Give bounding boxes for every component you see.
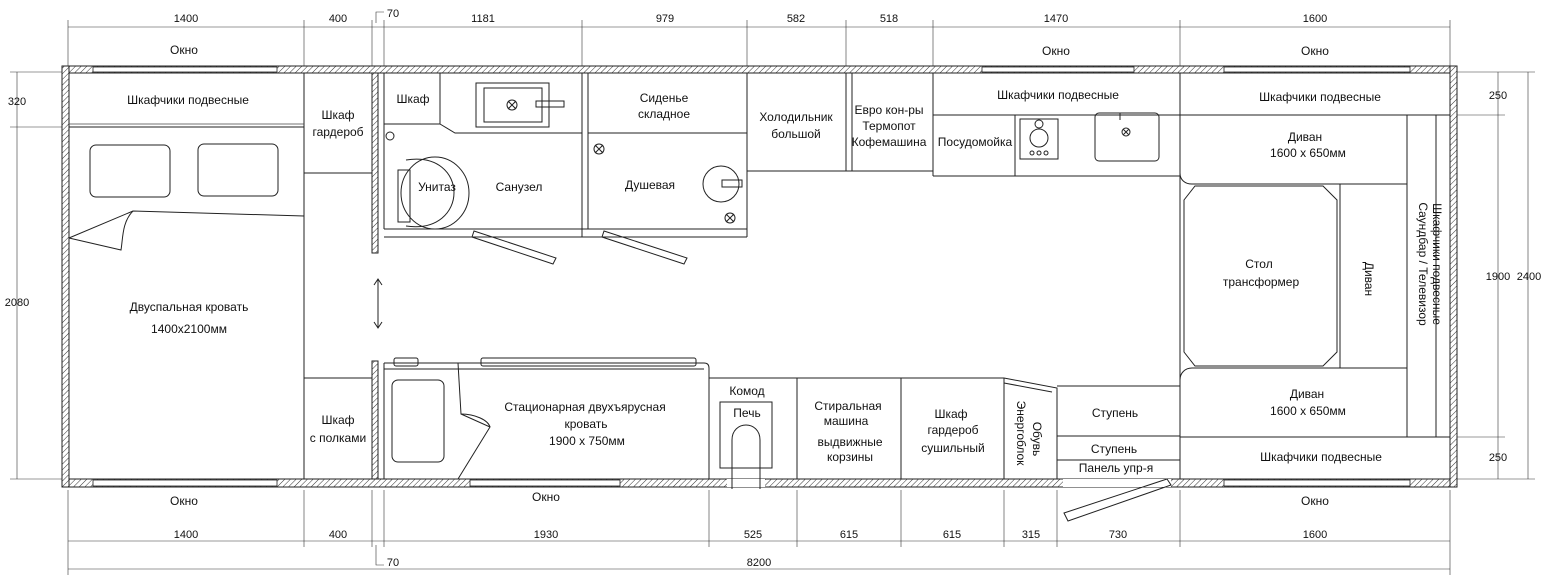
window-bottom-left: Окно: [170, 494, 198, 508]
vertical-cabinets-line2: Саундбар / Телевизор: [1416, 202, 1430, 326]
dim-left-cabinets: 320: [8, 96, 26, 108]
dim-bottom-4: 1930: [534, 529, 558, 541]
dishwasher-label: Посудомойка: [938, 135, 1013, 149]
dim-total-length: 8200: [747, 557, 771, 569]
washer-line3: выдвижные: [817, 435, 882, 449]
window-top-left: Окно: [170, 43, 198, 57]
dim-top-2: 400: [329, 13, 347, 25]
step-bottom-label: Ступень: [1091, 442, 1137, 456]
washer-line2: машина: [824, 414, 869, 428]
dim-left-width: 2080: [5, 297, 29, 309]
power-unit-label: Энергоблок: [1014, 401, 1028, 467]
wardrobe-top-line2: гардероб: [312, 125, 363, 139]
window-labels: Окно Окно Окно Окно Окно Окно: [170, 43, 1329, 508]
dim-top-7: 518: [880, 13, 898, 25]
folding-seat-line2: складное: [638, 107, 690, 121]
bunk-bed-line1: Стационарная двухъярусная: [504, 400, 665, 414]
control-panel-label: Панель упр-я: [1079, 461, 1153, 475]
dim-right-inner: 1900: [1486, 271, 1510, 283]
bed-label: Двуспальная кровать: [130, 300, 249, 314]
toilet-label: Унитаз: [418, 180, 456, 194]
wardrobe-top-line1: Шкаф: [321, 108, 354, 122]
dim-top-9: 1600: [1303, 13, 1327, 25]
dim-bottom-6: 615: [840, 529, 858, 541]
dryer-wardrobe-line2: гардероб: [927, 423, 978, 437]
window-bottom-mid: Окно: [532, 490, 560, 504]
right-wall-cabinets-top: Шкафчики подвесные: [1259, 90, 1381, 104]
vertical-cabinets-line1: Шкафчики подвесные: [1430, 203, 1444, 325]
sofa-bottom-line1: Диван: [1290, 387, 1324, 401]
dim-top-4: 1181: [471, 13, 495, 25]
bedroom-wall-cabinets: Шкафчики подвесные: [127, 93, 249, 107]
dim-bottom-2: 400: [329, 529, 347, 541]
shower-label: Душевая: [625, 178, 675, 192]
lower-modules: Шкаф с полками Стационарная двухъярусная…: [304, 278, 1180, 522]
dim-bottom-9: 730: [1109, 529, 1127, 541]
fridge-line1: Холодильник: [759, 110, 833, 124]
bottom-dimension-chain: 1400 400 70 1930 525 615 615 315 730 160…: [67, 490, 1451, 575]
window-top-right: Окно: [1301, 44, 1329, 58]
bedroom: Шкафчики подвесные Двуспальная кровать 1…: [68, 73, 305, 479]
shoes-label: Обувь: [1030, 422, 1044, 457]
dryer-wardrobe-line3: сушильный: [921, 441, 985, 455]
sofa-bottom-line2: 1600 х 650мм: [1270, 404, 1346, 418]
top-dimension-chain: 1400 400 70 1181 979 582 518 1470 1600: [67, 8, 1451, 66]
sofa-side-label: Диван: [1362, 262, 1376, 296]
dim-bottom-3: 70: [387, 557, 399, 569]
euro-sockets-line2: Термопот: [862, 119, 916, 133]
dim-top-3: 70: [387, 8, 399, 20]
window-bottom-right: Окно: [1301, 494, 1329, 508]
dim-bottom-8: 315: [1022, 529, 1040, 541]
dim-bottom-5: 525: [744, 529, 762, 541]
stove-label: Печь: [733, 406, 760, 420]
bathroom-label: Санузел: [496, 180, 543, 194]
dryer-wardrobe-line1: Шкаф: [934, 407, 967, 421]
washer-line4: корзины: [827, 450, 873, 464]
dim-right-top: 250: [1489, 90, 1507, 102]
table-line1: Стол: [1245, 257, 1272, 271]
window-top-mid: Окно: [1042, 44, 1070, 58]
shelf-closet-line2: с полками: [310, 431, 366, 445]
folding-seat-line1: Сиденье: [640, 91, 689, 105]
washer-line1: Стиральная: [814, 399, 881, 413]
dim-right-total: 2400: [1517, 271, 1541, 283]
sofa-top-line1: Диван: [1288, 130, 1322, 144]
dresser-label: Комод: [729, 384, 764, 398]
dim-bottom-7: 615: [943, 529, 961, 541]
sofa-top-line2: 1600 х 650мм: [1270, 146, 1346, 160]
euro-sockets-line3: Кофемашина: [852, 135, 927, 149]
dim-top-1: 1400: [174, 13, 198, 25]
table-line2: трансформер: [1223, 275, 1300, 289]
bunk-bed-line3: 1900 х 750мм: [549, 434, 625, 448]
dim-right-bottom: 250: [1489, 452, 1507, 464]
kitchen-wall-cabinets: Шкафчики подвесные: [997, 88, 1119, 102]
upper-modules: Шкаф гардероб Унитаз Санузел Шкаф: [304, 72, 1180, 265]
right-wall-cabinets-bottom: Шкафчики подвесные: [1260, 450, 1382, 464]
dim-top-6: 582: [787, 13, 805, 25]
shelf-closet-line1: Шкаф: [321, 413, 354, 427]
dim-top-5: 979: [656, 13, 674, 25]
fridge-line2: большой: [771, 127, 821, 141]
dim-bottom-10: 1600: [1303, 529, 1327, 541]
dim-bottom-1: 1400: [174, 529, 198, 541]
lounge: Шкафчики подвесные Диван 1600 х 650мм Ст…: [1179, 73, 1450, 479]
bed-size: 1400х2100мм: [151, 322, 227, 336]
bunk-bed-line2: кровать: [565, 417, 608, 431]
dim-top-8: 1470: [1044, 13, 1068, 25]
side-dimension-chains: 320 2080 250 1900 2400 250: [5, 71, 1541, 480]
step-top-label: Ступень: [1092, 406, 1138, 420]
closet-label: Шкаф: [396, 92, 429, 106]
euro-sockets-line1: Евро кон-ры: [854, 103, 923, 117]
